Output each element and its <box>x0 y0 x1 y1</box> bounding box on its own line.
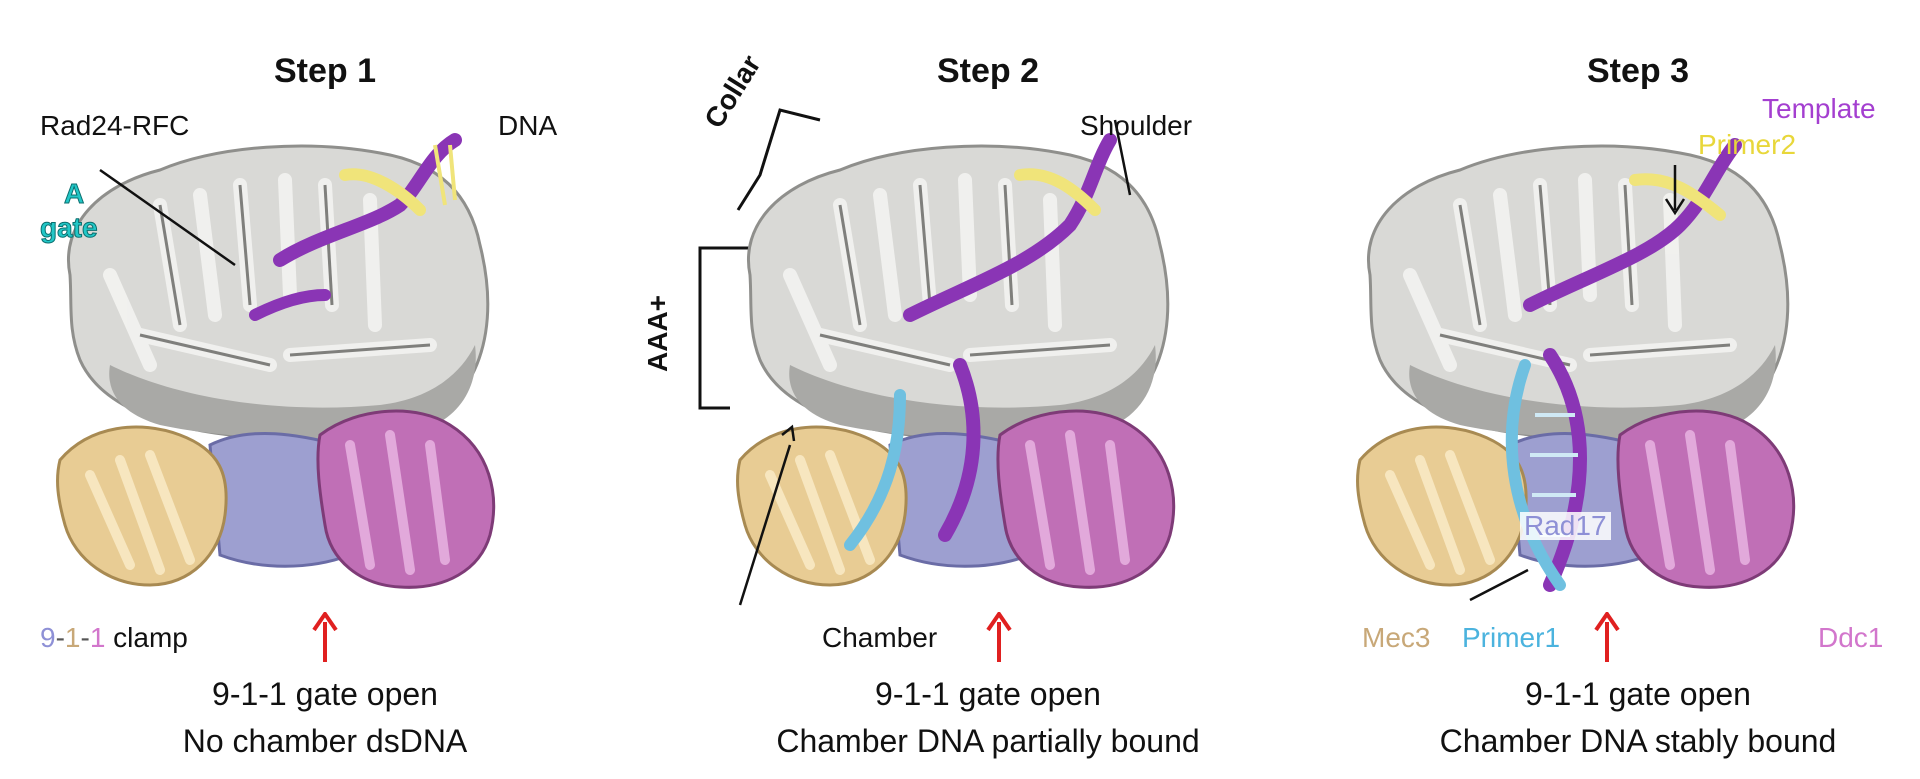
clamp-ring <box>736 409 1176 589</box>
primer2-pointer-head <box>1664 198 1686 216</box>
clamp-ring <box>56 409 496 589</box>
primer2-label: Primer2 <box>1698 129 1797 160</box>
primer1-label: Primer1 <box>1462 622 1561 653</box>
dna <box>1505 138 1742 592</box>
gate-pointer <box>99 168 236 267</box>
rad17-label: Rad17 <box>1520 512 1611 540</box>
clamp-digit-2: 1 <box>64 622 81 653</box>
shoulder-label: Shoulder <box>1080 110 1193 141</box>
panel-3-title: Step 3 <box>1586 52 1690 90</box>
rad24-rfc-body <box>67 144 490 441</box>
panel-2-caption-line2: Chamber DNA partially bound <box>776 723 1200 759</box>
rad24-rfc-body <box>1367 144 1790 441</box>
panel-3-caption-line1: 9-1-1 gate open <box>1525 676 1751 712</box>
clamp-word: clamp <box>105 622 188 653</box>
collar-bracket <box>736 108 821 211</box>
clamp-digit-3: 1 <box>89 622 106 653</box>
gate-arrow-1 <box>312 612 338 662</box>
template-label: Template <box>1762 93 1876 124</box>
panel-1-caption-line2: No chamber dsDNA <box>182 723 468 759</box>
panel-2-structure <box>736 119 1176 606</box>
aaa-label: AAA+ <box>642 294 673 372</box>
chamber-label: Chamber <box>822 622 938 653</box>
chamber-pointer <box>738 444 792 606</box>
shoulder-pointer <box>1113 119 1132 196</box>
panel-1-structure <box>56 133 496 589</box>
chamber-pointer-head <box>781 424 796 442</box>
dna <box>249 133 462 321</box>
ddc1-label: Ddc1 <box>1818 622 1884 653</box>
panel-2-title: Step 2 <box>936 52 1040 90</box>
clamp-dash-2: - <box>80 622 90 653</box>
clamp-digit-1: 9 <box>40 622 56 653</box>
mec3-label: Mec3 <box>1362 622 1431 653</box>
a-gate-label-line2: gate <box>40 212 99 243</box>
gate-arrow-3 <box>1594 612 1620 662</box>
clamp-dash-1: - <box>55 622 65 653</box>
gate-arrow-2 <box>986 612 1012 662</box>
dna-label: DNA <box>498 110 558 141</box>
a-gate-label-line1: A <box>63 178 85 209</box>
panel-3-caption-line2: Chamber DNA stably bound <box>1439 723 1837 759</box>
rad24-rfc-label: Rad24-RFC <box>40 110 190 141</box>
panel-2-caption-line1: 9-1-1 gate open <box>875 676 1101 712</box>
panel-1-caption-line1: 9-1-1 gate open <box>212 676 438 712</box>
clamp-label: 9-1-1 clamp <box>40 624 188 652</box>
panel-1-title: Step 1 <box>273 52 377 90</box>
aaa-bracket <box>698 246 750 410</box>
primer1-pointer <box>1469 568 1529 602</box>
panel-3-structure <box>1356 138 1796 602</box>
panel-2-brackets <box>698 108 821 410</box>
dna <box>844 133 1117 551</box>
